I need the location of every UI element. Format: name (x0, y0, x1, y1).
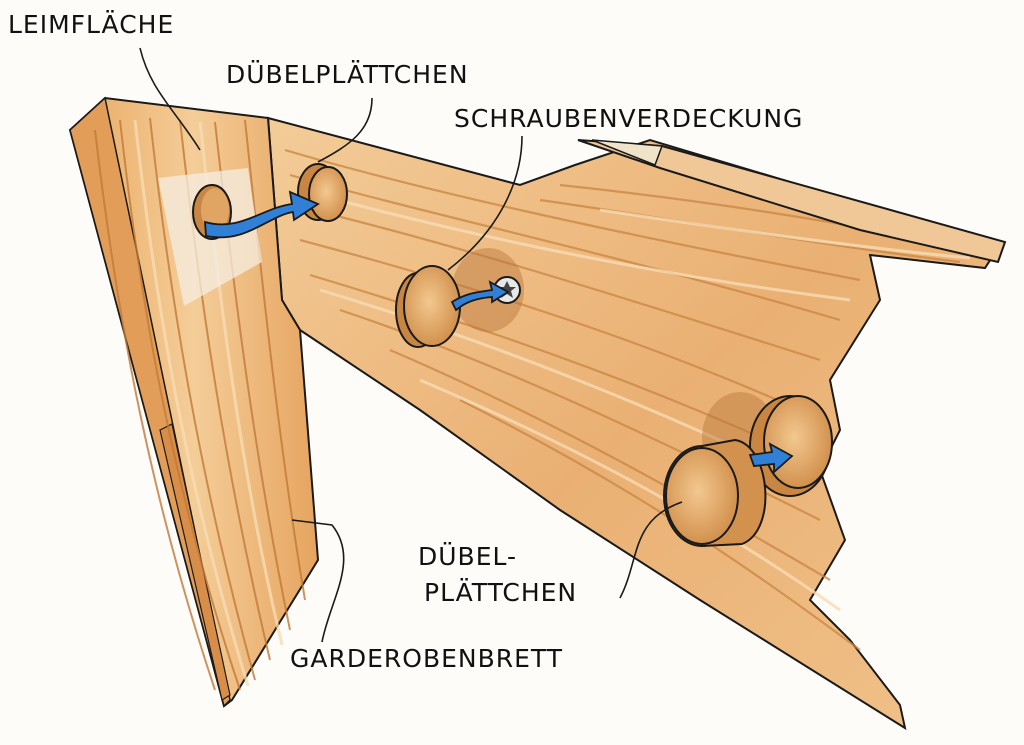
label-dowel-plate-top: DÜBELPLÄTTCHEN (226, 62, 469, 87)
label-coat-board: GARDEROBENBRETT (290, 646, 563, 671)
label-dowel-plate-bottom-line2: PLÄTTCHEN (424, 580, 577, 605)
label-glue-surface: LEIMFLÄCHE (8, 12, 174, 37)
label-screw-cover: SCHRAUBENVERDECKUNG (454, 106, 803, 131)
screw-cover-cap (396, 266, 460, 347)
label-dowel-plate-bottom-line1: DÜBEL- (418, 544, 517, 569)
